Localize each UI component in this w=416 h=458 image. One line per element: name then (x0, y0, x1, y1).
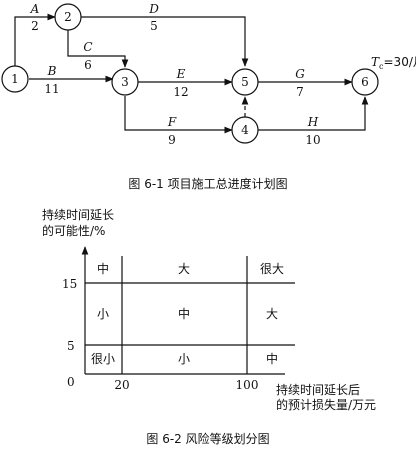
y-tick-15: 15 (62, 277, 77, 291)
arrow-a (14, 13, 56, 66)
figure-2-caption: 图 6-2 风险等级划分图 (146, 431, 269, 446)
network-diagram (1, 3, 379, 144)
cell-bot-right: 中 (266, 351, 278, 366)
activity-e-duration: 12 (173, 85, 188, 99)
activity-h-name: H (307, 115, 319, 129)
node-5 (231, 68, 259, 96)
risk-grid (81, 246, 295, 375)
activity-c-name: C (83, 40, 92, 54)
node-1 (1, 65, 29, 93)
activity-b-duration: 11 (44, 82, 59, 96)
network-labels: 1 2 3 4 5 6 A 2 B 11 C 6 D 5 E 12 F 9 G … (11, 2, 416, 147)
activity-f-name: F (167, 115, 177, 129)
activity-e-name: E (176, 67, 186, 81)
arrow-d (81, 16, 249, 67)
cell-bot-mid: 小 (178, 352, 190, 366)
origin-label: 0 (67, 375, 75, 389)
risk-x-axis-label-2: 的预计损失量/万元 (276, 397, 376, 412)
risk-ticks: 15 5 0 20 100 (62, 277, 258, 392)
cell-top-mid: 大 (178, 262, 190, 276)
activity-d-name: D (148, 2, 159, 16)
figure-1-caption: 图 6-1 项目施工总进度计划图 (128, 176, 287, 191)
cell-mid-left: 小 (97, 307, 109, 321)
tc-label: T (371, 55, 380, 69)
activity-f-duration: 9 (168, 133, 176, 147)
cell-mid-mid: 中 (178, 306, 190, 321)
activity-a-name: A (30, 2, 40, 16)
node-5-label: 5 (241, 75, 249, 89)
activity-g-name: G (295, 67, 305, 81)
arrow-c (67, 28, 129, 68)
arrow-h (258, 96, 369, 131)
node-3 (111, 68, 139, 96)
tc-subscript: c (379, 62, 384, 71)
arrow-f (124, 96, 233, 134)
cell-top-left: 中 (97, 261, 109, 276)
node-2 (54, 3, 82, 31)
activity-c-duration: 6 (84, 58, 92, 72)
node-1-label: 1 (11, 72, 19, 86)
risk-cells: 中 大 很大 小 中 大 很小 小 中 (91, 261, 284, 366)
activity-b-name: B (47, 64, 57, 78)
tc-annotation: Tc=30/月 (371, 55, 416, 71)
node-4 (231, 116, 259, 144)
activity-h-duration: 10 (305, 133, 320, 147)
cell-mid-right: 大 (266, 307, 278, 321)
node-6 (351, 68, 379, 96)
risk-y-axis-label-2: 的可能性/% (42, 223, 105, 238)
node-3-label: 3 (121, 75, 129, 89)
tc-value: =30/月 (384, 55, 416, 69)
node-2-label: 2 (64, 10, 72, 24)
risk-x-axis-label-1: 持续时间延长后 (276, 382, 360, 397)
x-tick-20: 20 (114, 378, 129, 392)
activity-d-duration: 5 (150, 19, 158, 33)
y-tick-5: 5 (67, 339, 75, 353)
risk-y-axis-label-1: 持续时间延长 (42, 207, 114, 222)
activity-a-duration: 2 (31, 19, 39, 33)
node-6-label: 6 (361, 75, 369, 89)
cell-bot-left: 很小 (91, 352, 115, 366)
x-tick-100: 100 (236, 378, 259, 392)
cell-top-right: 很大 (260, 262, 284, 276)
activity-g-duration: 7 (296, 85, 304, 99)
node-4-label: 4 (241, 123, 249, 137)
